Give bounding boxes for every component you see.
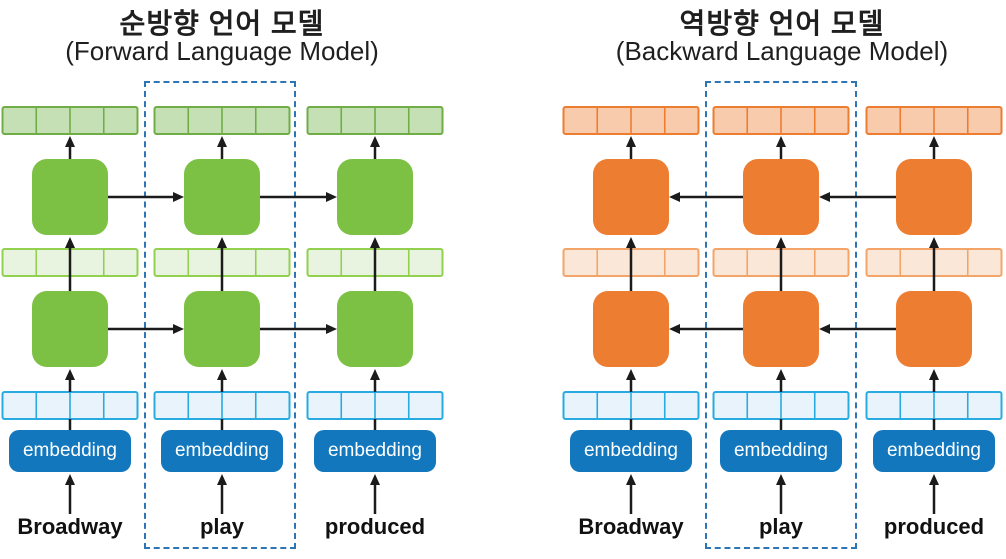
arrow-cell-to-output [217,136,227,159]
arrow-cell-to-output [370,136,380,159]
arrow-recurrent-forward [108,192,184,202]
title-korean-backward: 역방향 언어 모델 [679,8,885,39]
input-vector [562,391,700,420]
arrow-input-to-cell [65,369,75,392]
arrow-recurrent-forward [108,324,184,334]
input-word: Broadway [17,514,123,539]
arrow-cell-to-cell-vertical [65,237,75,291]
arrow-cell-to-cell-vertical [217,237,227,291]
arrow-recurrent-backward [669,324,743,334]
lstm-cell-top [593,159,669,235]
output-vector [562,106,700,135]
highlight-box-backward [705,81,857,549]
lstm-cell-top [32,159,108,235]
title-english-backward: (Backward Language Model) [615,36,949,66]
arrow-input-to-cell [776,369,786,392]
output-vector [153,106,291,135]
title-english-forward: (Forward Language Model) [65,36,379,66]
embedding-box: embedding [570,430,692,472]
arrow-word-to-embedding [370,474,380,514]
lstm-cell-top [337,159,413,235]
arrow-cell-to-cell-vertical [929,237,939,291]
arrow-word-to-embedding [776,474,786,514]
lstm-cell-bottom [896,291,972,367]
arrow-recurrent-backward [819,324,896,334]
embedding-box: embedding [161,430,283,472]
input-word: play [758,514,804,539]
arrow-word-to-embedding [929,474,939,514]
input-word: Broadway [578,514,684,539]
arrow-input-to-cell [626,369,636,392]
lstm-cell-bottom [593,291,669,367]
input-word: produced [324,514,426,539]
arrow-cell-to-cell-vertical [370,237,380,291]
arrow-input-to-cell [370,369,380,392]
embedding-box: embedding [720,430,842,472]
arrow-cell-to-cell-vertical [776,237,786,291]
arrow-cell-to-output [929,136,939,159]
arrow-recurrent-backward [669,192,743,202]
arrow-recurrent-forward [260,324,337,334]
lstm-cell-bottom [743,291,819,367]
title-korean-forward: 순방향 언어 모델 [119,8,325,39]
input-vector [306,391,444,420]
arrow-word-to-embedding [217,474,227,514]
arrow-cell-to-output [65,136,75,159]
embedding-box: embedding [9,430,131,472]
arrow-word-to-embedding [65,474,75,514]
input-word: play [199,514,245,539]
arrow-recurrent-forward [260,192,337,202]
arrow-recurrent-backward [819,192,896,202]
lstm-cell-top [896,159,972,235]
arrow-input-to-cell [217,369,227,392]
output-vector [712,106,850,135]
lstm-cell-bottom [184,291,260,367]
input-vector [865,391,1003,420]
input-vector [153,391,291,420]
lstm-cell-bottom [32,291,108,367]
arrow-cell-to-cell-vertical [626,237,636,291]
highlight-box-forward [144,81,296,549]
lstm-cell-bottom [337,291,413,367]
arrow-cell-to-output [626,136,636,159]
lstm-cell-top [743,159,819,235]
output-vector [865,106,1003,135]
arrow-word-to-embedding [626,474,636,514]
output-vector [306,106,444,135]
arrow-input-to-cell [929,369,939,392]
output-vector [1,106,139,135]
input-word: produced [883,514,985,539]
arrow-cell-to-output [776,136,786,159]
embedding-box: embedding [873,430,995,472]
lstm-cell-top [184,159,260,235]
input-vector [1,391,139,420]
embedding-box: embedding [314,430,436,472]
input-vector [712,391,850,420]
